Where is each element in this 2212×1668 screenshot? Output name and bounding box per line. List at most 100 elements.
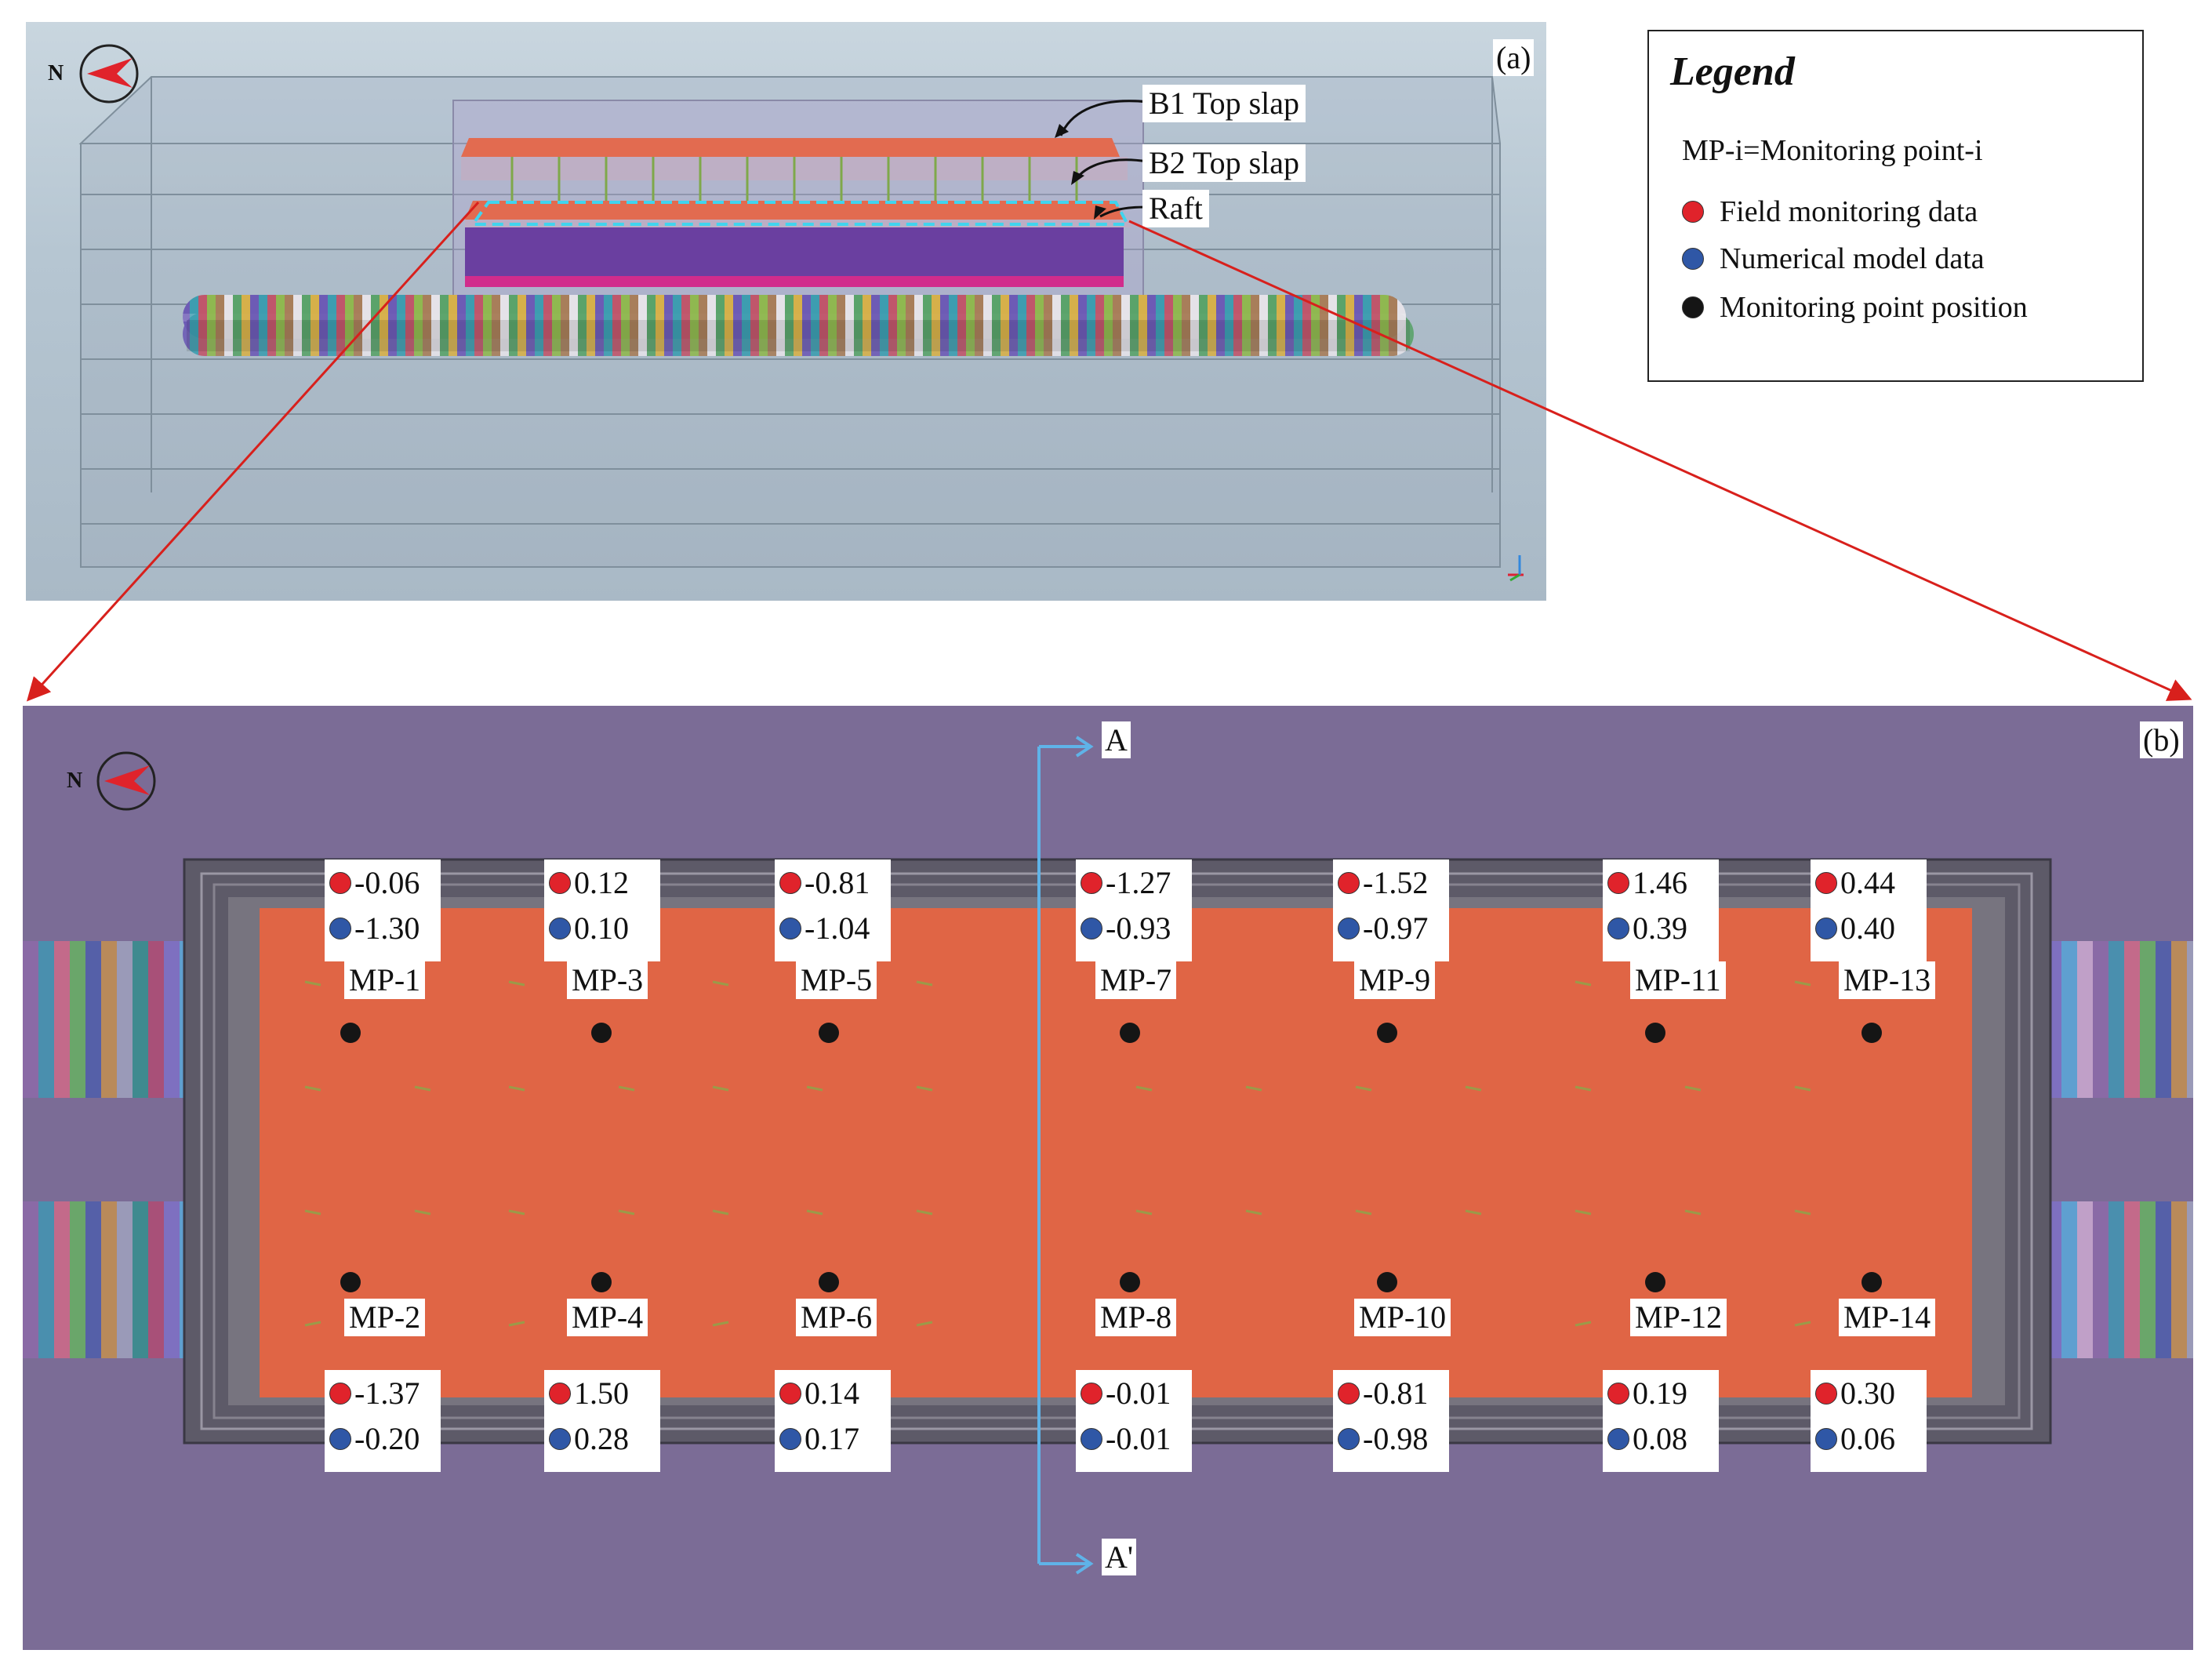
monitoring-point-dot	[1120, 1272, 1140, 1292]
field-value-row: -0.81	[779, 864, 870, 901]
model-value: -1.30	[354, 910, 420, 946]
model-value-row: 0.39	[1607, 910, 1687, 947]
raft-slab	[465, 227, 1124, 276]
red-dot-icon	[1607, 871, 1629, 894]
red-dot-icon	[1682, 201, 1704, 223]
blue-dot-icon	[549, 917, 571, 939]
mp-label: MP-12	[1630, 1299, 1727, 1336]
blue-dot-icon	[1081, 917, 1102, 939]
field-value-row: -1.37	[329, 1375, 420, 1412]
callout-b2-top-slab: B2 Top slap	[1142, 144, 1306, 182]
compass-icon	[79, 44, 139, 104]
monitoring-point-dot	[1861, 1023, 1882, 1043]
monitoring-point-dot	[1377, 1272, 1397, 1292]
field-value-row: 1.50	[549, 1375, 629, 1412]
monitoring-point-dot	[340, 1023, 361, 1043]
mp-label: MP-4	[567, 1299, 648, 1336]
model-value: 0.17	[805, 1421, 859, 1456]
field-value-row: -1.27	[1081, 864, 1171, 901]
legend-definition: MP-i=Monitoring point-i	[1682, 134, 1983, 167]
model-value: -0.20	[354, 1421, 420, 1456]
blue-dot-icon	[1682, 248, 1704, 270]
blue-dot-icon	[1081, 1427, 1102, 1450]
mp-label: MP-8	[1095, 1299, 1177, 1336]
monitoring-point-dot	[1120, 1023, 1140, 1043]
monitoring-point-dot	[591, 1023, 612, 1043]
mp-label: MP-10	[1354, 1299, 1451, 1336]
model-value-row: -0.93	[1081, 910, 1171, 947]
red-dot-icon	[1607, 1382, 1629, 1405]
red-dot-icon	[779, 1382, 801, 1405]
compass-icon	[96, 751, 156, 811]
red-dot-icon	[1338, 871, 1360, 894]
field-value-row: 0.12	[549, 864, 629, 901]
blue-dot-icon	[1815, 1427, 1837, 1450]
mp-label: MP-1	[344, 961, 426, 999]
field-value: -0.81	[805, 865, 870, 900]
section-label-a: A	[1102, 721, 1131, 758]
monitoring-point-dot	[591, 1272, 612, 1292]
monitoring-point-dot	[1645, 1272, 1665, 1292]
mp-label: MP-6	[796, 1299, 877, 1336]
model-value-row: -1.30	[329, 910, 420, 947]
compass-n-label: N	[67, 769, 83, 793]
monitoring-point-dot	[819, 1272, 839, 1292]
red-dot-icon	[779, 871, 801, 894]
value-box-mp-2: -1.37 -0.20	[325, 1370, 441, 1472]
field-value-row: 0.14	[779, 1375, 859, 1412]
field-value: -0.81	[1363, 1375, 1429, 1411]
model-value-row: -1.04	[779, 910, 870, 947]
red-dot-icon	[549, 1382, 571, 1405]
red-dot-icon	[1081, 1382, 1102, 1405]
panel-a-tag: (a)	[1493, 39, 1535, 76]
mp-label: MP-9	[1354, 961, 1436, 999]
red-dot-icon	[549, 871, 571, 894]
field-value: 1.50	[574, 1375, 629, 1411]
legend: Legend MP-i=Monitoring point-i Field mon…	[1647, 30, 2144, 382]
legend-item-field: Field monitoring data	[1682, 194, 1978, 229]
legend-item-position: Monitoring point position	[1682, 290, 2028, 325]
model-value-row: 0.28	[549, 1420, 629, 1457]
field-value-row: 0.19	[1607, 1375, 1687, 1412]
field-value: 1.46	[1633, 865, 1687, 900]
blue-dot-icon	[779, 1427, 801, 1450]
excavation-box	[452, 100, 1144, 313]
value-box-mp-12: 0.19 0.08	[1603, 1370, 1719, 1472]
panel-a-3d-view: (a) N B1 Top slap B2 Top slap Raft	[26, 22, 1546, 601]
field-value: 0.12	[574, 865, 629, 900]
value-box-mp-1: -0.06 -1.30	[325, 859, 441, 961]
value-box-mp-6: 0.14 0.17	[775, 1370, 891, 1472]
blue-dot-icon	[779, 917, 801, 939]
model-value-row: 0.08	[1607, 1420, 1687, 1457]
model-value-row: 0.06	[1815, 1420, 1895, 1457]
value-box-mp-8: -0.01 -0.01	[1076, 1370, 1192, 1472]
field-value: -1.27	[1106, 865, 1171, 900]
tunnel-lower	[183, 312, 1414, 356]
model-value-row: -0.97	[1338, 910, 1428, 947]
field-value: -0.06	[354, 865, 420, 900]
blue-dot-icon	[329, 917, 351, 939]
monitoring-point-dot	[340, 1272, 361, 1292]
mp-label: MP-14	[1839, 1299, 1936, 1336]
field-value-row: 0.44	[1815, 864, 1895, 901]
blue-dot-icon	[329, 1427, 351, 1450]
model-value: 0.28	[574, 1421, 629, 1456]
panel-b-tag: (b)	[2140, 721, 2183, 758]
red-dot-icon	[329, 1382, 351, 1405]
callout-raft: Raft	[1142, 190, 1209, 227]
plan-view-illustration	[23, 736, 2193, 1575]
monitoring-point-dot	[1861, 1272, 1882, 1292]
field-value-row: 1.46	[1607, 864, 1687, 901]
field-value: 0.44	[1840, 865, 1895, 900]
legend-item-label: Field monitoring data	[1720, 195, 1978, 228]
model-value-row: -0.01	[1081, 1420, 1171, 1457]
legend-item-label: Monitoring point position	[1720, 291, 2028, 324]
black-dot-icon	[1682, 296, 1704, 318]
legend-item-label: Numerical model data	[1720, 242, 1985, 275]
field-value-row: -0.01	[1081, 1375, 1171, 1412]
model-value-row: 0.40	[1815, 910, 1895, 947]
value-box-mp-10: -0.81-0.98	[1333, 1370, 1449, 1472]
field-value: -1.52	[1363, 865, 1429, 900]
value-box-mp-5: -0.81 -1.04	[775, 859, 891, 961]
